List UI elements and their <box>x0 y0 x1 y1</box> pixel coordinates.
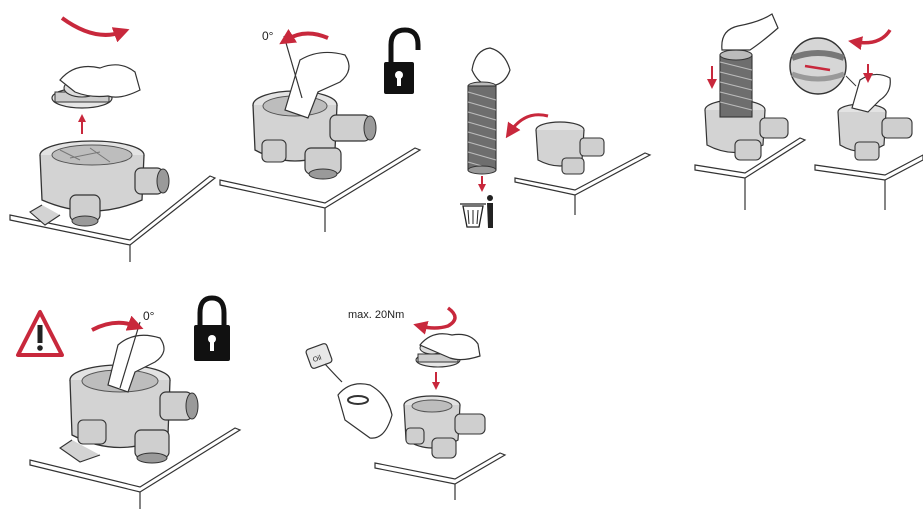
hand <box>472 48 510 86</box>
trash-bin-icon <box>460 204 486 227</box>
padlock-closed-icon <box>194 298 230 361</box>
hand <box>338 384 392 438</box>
hand <box>722 14 778 50</box>
filter-housing <box>404 396 485 458</box>
padlock-open-icon <box>384 30 418 94</box>
curved-arrow-icon <box>855 30 890 43</box>
step-5-align-and-lock: 0° <box>18 298 240 509</box>
warning-triangle-icon <box>18 312 62 355</box>
person-icon <box>487 195 493 228</box>
step-3-remove-cartridge <box>460 48 650 228</box>
step-6-lubricate-and-tighten: max. 20Nm Oil <box>305 308 505 500</box>
angle-label: 0° <box>262 29 274 43</box>
filter-housing <box>838 104 912 160</box>
curved-arrow-icon <box>92 323 136 330</box>
step-2-align-and-unlock: 0° <box>220 29 420 232</box>
filter-housing <box>253 91 376 179</box>
torque-label: max. 20Nm <box>348 309 404 321</box>
filter-housing <box>30 141 169 226</box>
oil-bottle-icon: Oil <box>305 343 342 382</box>
curved-arrow-icon <box>286 33 328 40</box>
step-1-remove-cap <box>10 18 215 262</box>
filter-housing <box>536 122 604 174</box>
filter-cartridge <box>468 82 496 174</box>
angle-label: 0° <box>143 309 155 323</box>
step-4-insert-new-cartridge <box>695 14 923 210</box>
hand <box>852 74 890 112</box>
detail-zoom-circle <box>790 38 856 94</box>
curved-arrow-icon <box>62 18 122 35</box>
filter-cartridge <box>720 50 752 117</box>
curved-arrow-icon <box>420 308 455 328</box>
